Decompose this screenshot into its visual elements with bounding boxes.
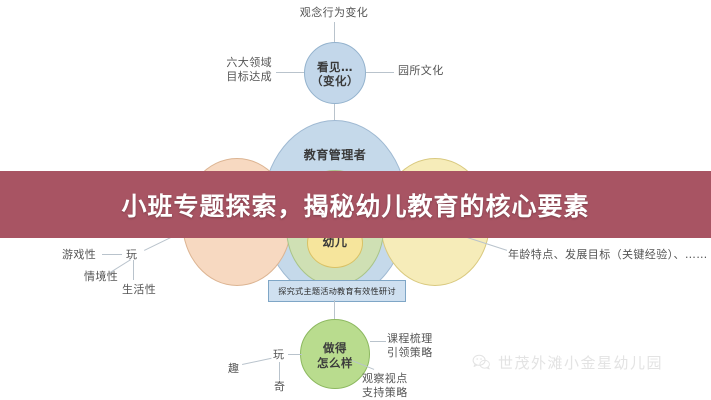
connector-top-vertical: [334, 22, 335, 42]
label-observation-viewpoint-line1: 观察视点: [362, 372, 408, 385]
node-how-did-we-do[interactable]: 做得 怎么样: [300, 319, 370, 389]
watermark: 世茂外滩小金星幼儿园: [472, 352, 663, 373]
label-situational: 情境性: [84, 270, 119, 283]
node-how-label-2: 怎么样: [317, 356, 353, 370]
wechat-icon: [472, 353, 491, 372]
connector-top-left: [276, 72, 304, 73]
connector-bottom-curiosity: [279, 362, 280, 380]
label-bottom-curiosity: 奇: [274, 380, 286, 393]
node-see-change-label-2: （变化）: [311, 74, 359, 88]
label-education-manager: 教育管理者: [303, 148, 367, 162]
label-six-domains-line2: 目标达成: [226, 70, 272, 83]
title-banner: 小班专题探索，揭秘幼儿教育的核心要素: [0, 171, 711, 238]
research-topic-label: 探究式主题活动教育有效性研讨: [278, 286, 396, 296]
connector-situational: [110, 259, 131, 273]
connector-curriculum: [370, 341, 386, 342]
label-six-domains-line1: 六大领域: [226, 56, 272, 69]
label-curriculum-review-line1: 课程梳理: [387, 332, 433, 345]
label-right-line3: 年龄特点、发展目标（关键经验）、……: [508, 248, 708, 261]
research-topic-box[interactable]: 探究式主题活动教育有效性研讨: [268, 280, 406, 302]
node-how-label-1: 做得: [323, 341, 347, 355]
label-bottom-interest: 趣: [228, 362, 240, 375]
connector-bottom-play: [288, 354, 302, 355]
label-concept-behavior-change: 观念行为变化: [299, 6, 369, 19]
banner-title-text: 小班专题探索，揭秘幼儿教育的核心要素: [121, 191, 590, 221]
connector-top-right: [366, 72, 394, 73]
label-child: 幼儿: [322, 235, 348, 249]
label-life-oriented: 生活性: [122, 283, 157, 296]
label-observation-viewpoint-line2: 支持策略: [362, 386, 408, 399]
label-curriculum-review-line2: 引领策略: [387, 346, 433, 359]
connector-box-to-bottom: [334, 300, 335, 319]
node-see-change[interactable]: 看见… （变化）: [304, 42, 366, 104]
label-playfulness: 游戏性: [62, 248, 97, 261]
label-bottom-play: 玩: [273, 348, 285, 361]
connector-playfulness: [102, 254, 122, 255]
connector-top-to-center: [334, 104, 335, 122]
label-play: 玩: [126, 248, 138, 261]
label-kindergarten-culture: 园所文化: [398, 64, 444, 77]
watermark-text: 世茂外滩小金星幼儿园: [498, 354, 664, 372]
connector-life: [133, 260, 134, 280]
connector-bottom-interest: [242, 357, 272, 365]
node-see-change-label-1: 看见…: [317, 60, 353, 74]
